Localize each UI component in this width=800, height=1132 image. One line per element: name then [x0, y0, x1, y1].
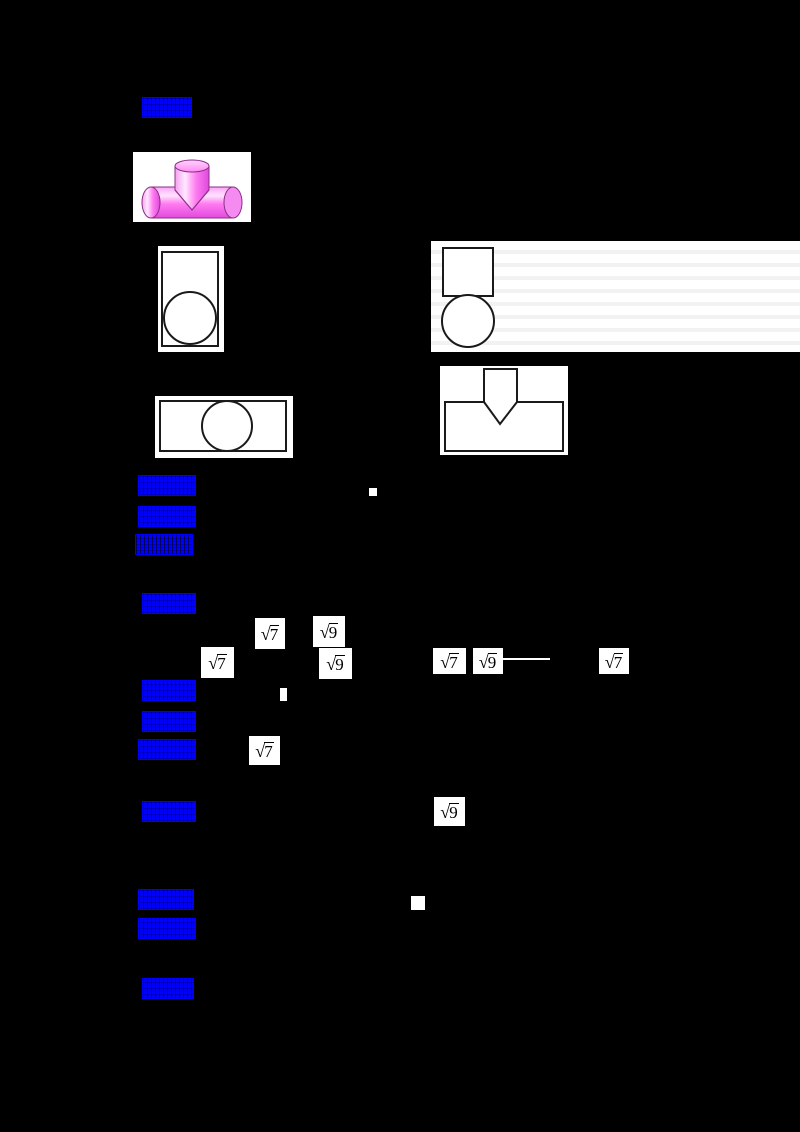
- math-radicand: 9: [335, 655, 345, 674]
- math-radicand: 7: [217, 654, 227, 673]
- heading-2: [redacted]: [139, 476, 195, 495]
- math-sqrt-3: √7: [201, 647, 234, 678]
- math-radicand: 7: [264, 742, 274, 761]
- math-radicand: 9: [328, 623, 339, 642]
- heading-5: [redacted]: [143, 594, 195, 613]
- math-sqrt-4: √9: [319, 648, 352, 679]
- math-sqrt-7: √7: [599, 648, 629, 674]
- fraction-bar: [503, 658, 550, 660]
- math-radicand: 9: [487, 652, 498, 672]
- math-sqrt-2: √9: [313, 616, 345, 647]
- heading-4: [redacted]: [136, 535, 192, 554]
- math-sqrt-8: √7: [249, 736, 280, 765]
- heading-12: [redacted]: [143, 979, 193, 998]
- math-sqrt-1: √7: [255, 618, 285, 649]
- figure-wide-rectangle-inscribed-circle: [155, 396, 293, 458]
- heading-3: [redacted]: [139, 507, 195, 526]
- figure-d-svg: [444, 368, 564, 452]
- figure-c-svg: [159, 400, 287, 452]
- math-sqrt-5: √7: [433, 648, 466, 674]
- heading-9: [redacted]: [143, 802, 195, 821]
- heading-7: [redacted]: [143, 712, 195, 731]
- figure-b-svg: [441, 247, 495, 348]
- scan-artifact-mark-3: [411, 896, 425, 910]
- heading-1: [redacted]: [143, 98, 191, 117]
- pipe-tee-svg: [141, 159, 243, 219]
- figure-rectangle-with-circle-bottom: [158, 246, 224, 352]
- figure-a-svg: [161, 251, 219, 347]
- math-sqrt-9: √9: [434, 797, 465, 826]
- heading-8: [redacted]: [139, 740, 195, 759]
- math-radicand: 7: [613, 652, 624, 672]
- math-radicand: 7: [269, 625, 280, 644]
- math-radicand: 7: [449, 652, 459, 672]
- heading-10: [redacted]: [139, 890, 193, 909]
- figure-square-above-circle: [435, 243, 507, 351]
- pipe-tee-illustration: [133, 152, 251, 222]
- math-sqrt-6: √9: [473, 648, 503, 674]
- figure-tee-outline-v-notch: [440, 366, 568, 455]
- scan-artifact-mark-2: [280, 688, 287, 701]
- math-radicand: 9: [449, 803, 459, 822]
- heading-11: [redacted]: [139, 919, 195, 938]
- heading-6: [redacted]: [143, 681, 195, 700]
- scan-artifact-mark-1: [369, 488, 377, 496]
